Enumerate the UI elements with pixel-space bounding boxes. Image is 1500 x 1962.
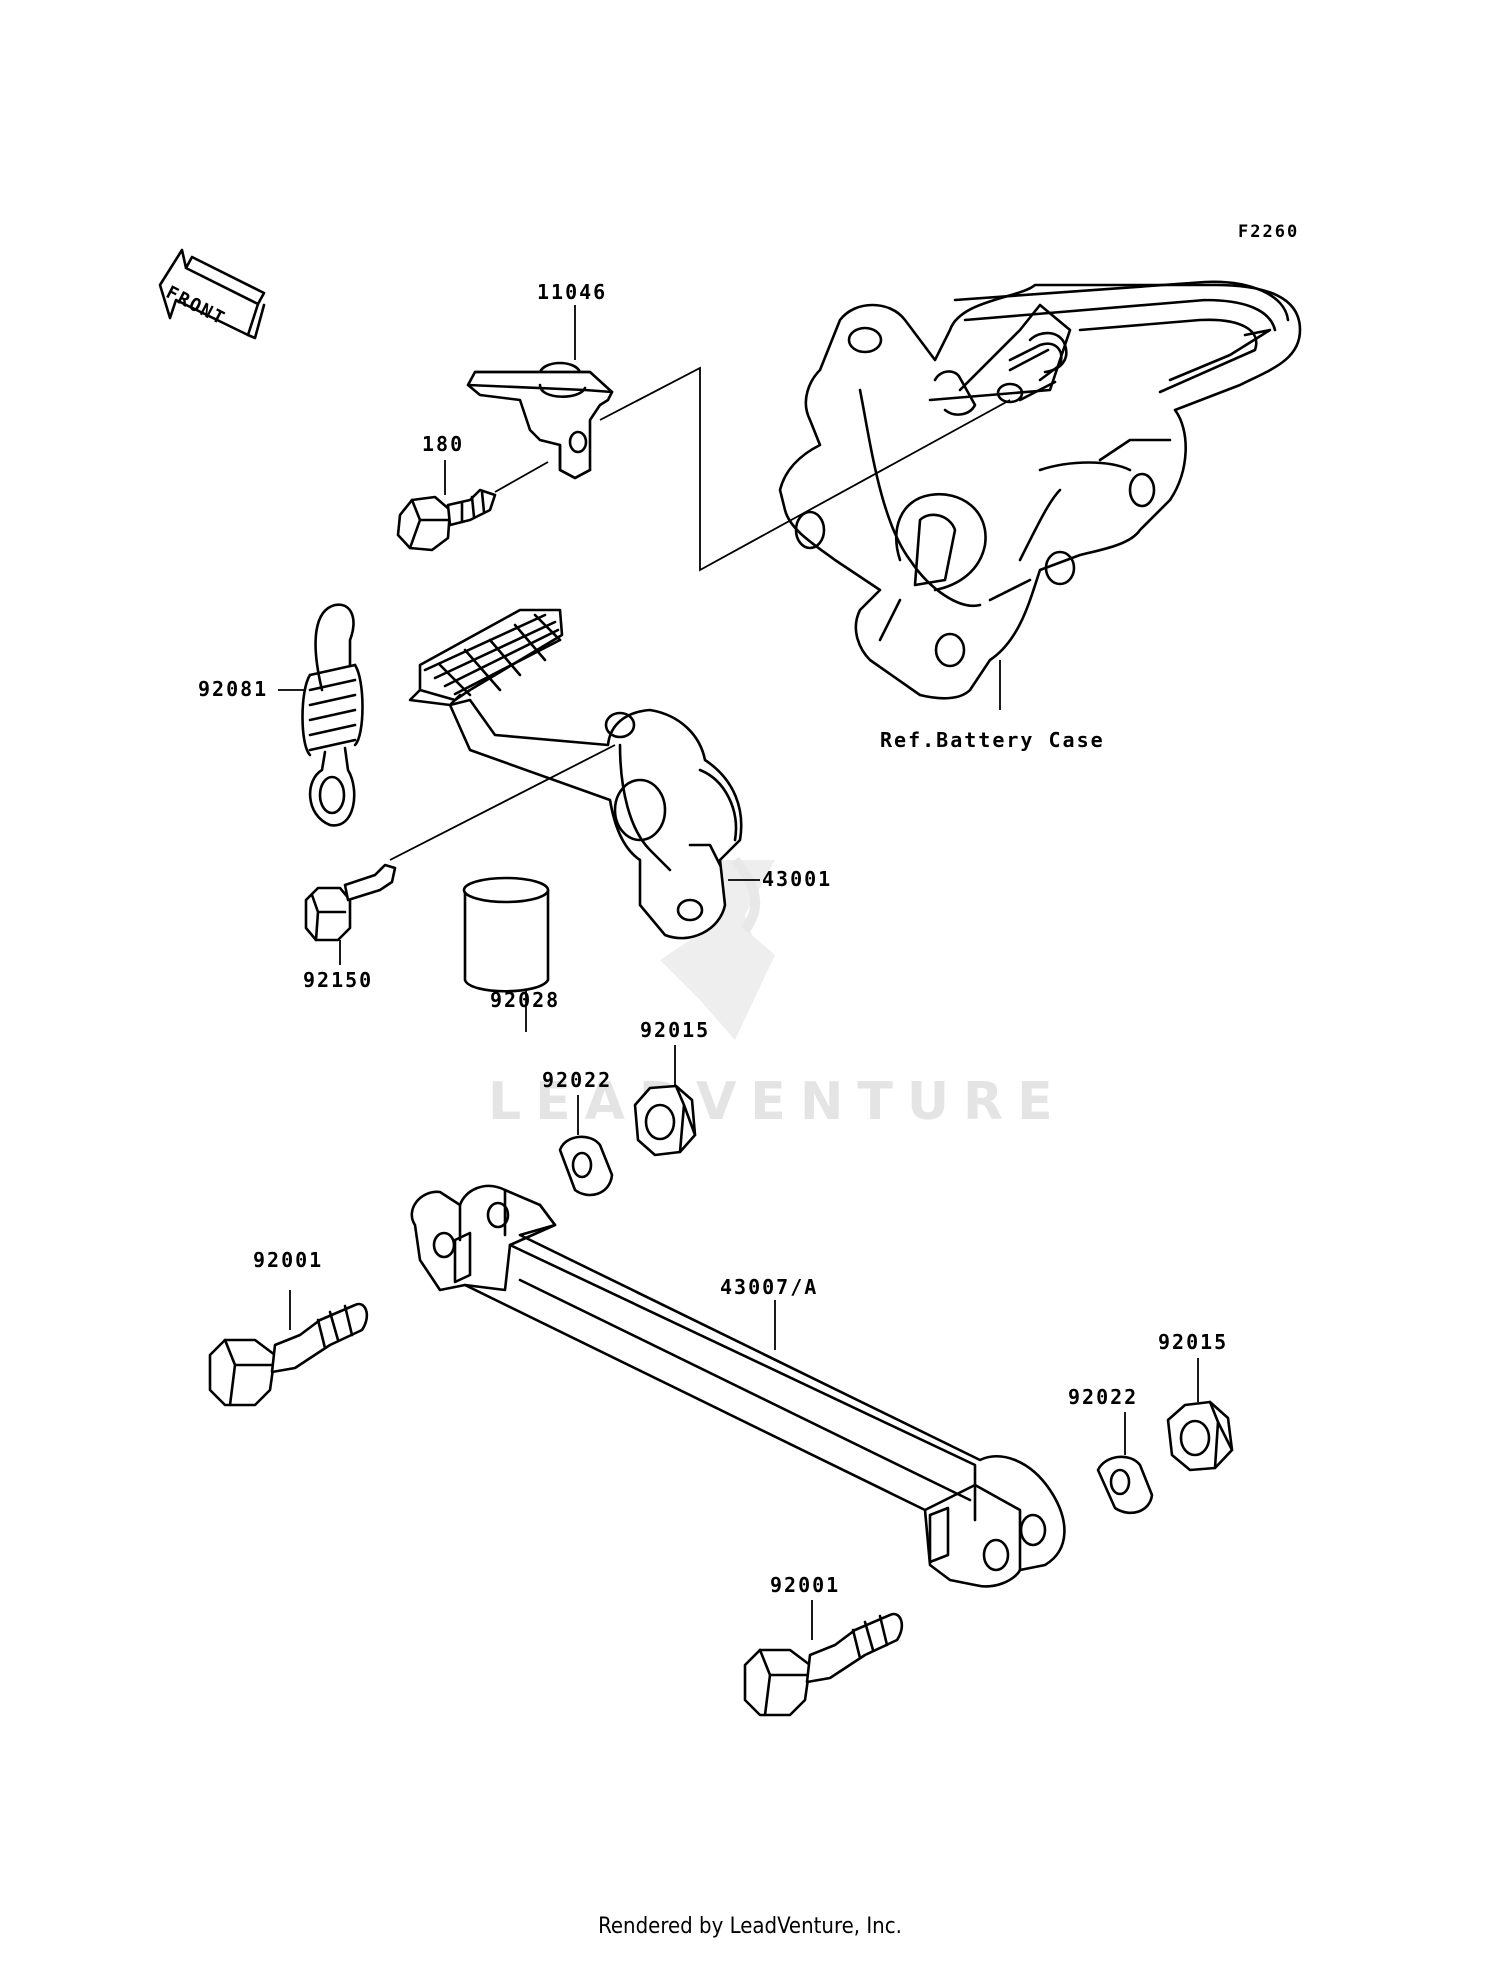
part-label-92022-upper: 92022	[542, 1068, 613, 1092]
part-92022-washer-upper	[558, 1135, 614, 1197]
assembly-line-11046	[599, 366, 1011, 572]
part-92150-bolt	[304, 863, 397, 942]
part-92001-bolt-lower	[743, 1612, 904, 1717]
assembly-line-92150	[389, 744, 616, 861]
part-92001-bolt-upper	[208, 1302, 369, 1407]
battery-case-bracket	[778, 280, 1302, 700]
part-label-92150: 92150	[303, 968, 374, 992]
part-92022-washer-lower	[1096, 1455, 1154, 1515]
part-label-92081: 92081	[198, 677, 269, 701]
part-label-92015-upper: 92015	[640, 1018, 711, 1042]
part-label-92001-lower: 92001	[770, 1573, 841, 1597]
part-label-92015-lower: 92015	[1158, 1330, 1229, 1354]
watermark-text: LEADVENTURE	[488, 1072, 1067, 1132]
part-11046-clip	[466, 361, 614, 480]
part-label-43007A: 43007/A	[720, 1275, 819, 1299]
front-arrow-icon	[158, 248, 266, 340]
assembly-line-180	[494, 461, 549, 493]
footer-credit: Rendered by LeadVenture, Inc.	[598, 1914, 902, 1939]
part-label-92028: 92028	[490, 988, 561, 1012]
part-label-43001: 43001	[762, 867, 833, 891]
part-92015-nut-lower	[1166, 1400, 1234, 1472]
part-180-bolt	[396, 488, 497, 552]
part-92028-collar	[462, 876, 550, 993]
part-43007A-rod	[410, 1184, 1066, 1588]
diagram-code: F2260	[1238, 222, 1300, 242]
part-92015-nut-upper	[633, 1084, 697, 1157]
part-43001-brake-pedal	[408, 608, 743, 940]
part-label-92022-lower: 92022	[1068, 1385, 1139, 1409]
part-label-11046: 11046	[537, 280, 608, 304]
part-label-180: 180	[422, 432, 465, 456]
part-92081-spring	[301, 603, 364, 827]
part-label-92001-upper: 92001	[253, 1248, 324, 1272]
reference-label: Ref.Battery Case	[880, 728, 1105, 752]
